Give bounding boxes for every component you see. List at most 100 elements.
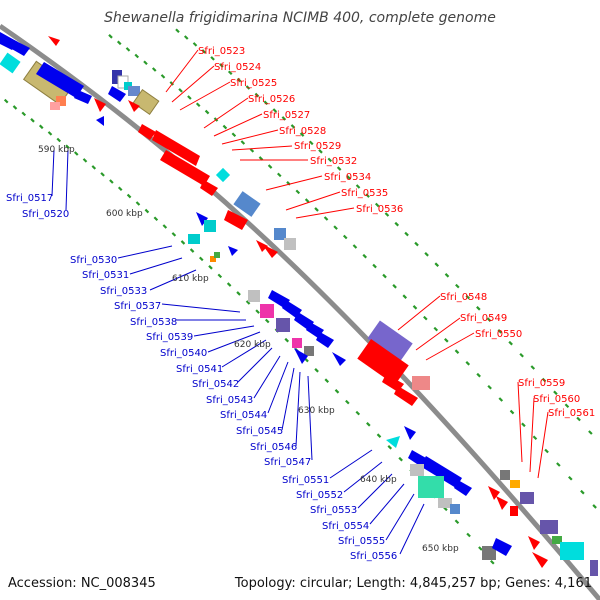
gene-feature[interactable] (132, 89, 160, 115)
gene-label-reverse[interactable]: Sfri_0540 (160, 348, 207, 359)
gene-label-reverse[interactable]: Sfri_0541 (176, 364, 223, 375)
gene-feature[interactable] (590, 560, 598, 576)
gene-label-reverse[interactable]: Sfri_0545 (236, 426, 283, 437)
gene-label-forward[interactable]: Sfri_0548 (440, 292, 487, 303)
gene-label-forward[interactable]: Sfri_0526 (248, 94, 295, 105)
gene-feature[interactable] (188, 234, 200, 244)
gene-feature[interactable] (74, 90, 92, 104)
gene-label-forward[interactable]: Sfri_0523 (198, 46, 245, 57)
gene-feature[interactable] (450, 504, 460, 514)
gene-label-reverse[interactable]: Sfri_0552 (296, 490, 343, 501)
gene-feature[interactable] (418, 476, 444, 498)
gene-feature[interactable] (316, 332, 334, 348)
gene-feature[interactable] (196, 212, 208, 226)
gene-feature[interactable] (420, 456, 462, 488)
gene-feature[interactable] (10, 40, 30, 56)
gene-feature[interactable] (282, 300, 302, 318)
gene-feature[interactable] (248, 290, 260, 302)
gene-feature[interactable] (284, 238, 296, 250)
gene-label-forward[interactable]: Sfri_0525 (230, 78, 277, 89)
gene-feature[interactable] (482, 546, 496, 560)
gene-label-forward[interactable]: Sfri_0549 (460, 313, 507, 324)
gene-label-reverse[interactable]: Sfri_0547 (264, 457, 311, 468)
gene-feature[interactable] (510, 480, 520, 488)
gene-feature[interactable] (500, 470, 510, 480)
gene-feature[interactable] (488, 486, 500, 500)
gene-feature[interactable] (496, 496, 508, 510)
gene-feature[interactable] (276, 318, 290, 332)
gene-feature[interactable] (215, 167, 231, 183)
gene-label-reverse[interactable]: Sfri_0517 (6, 193, 53, 204)
gene-feature[interactable] (520, 492, 534, 504)
gene-label-reverse[interactable]: Sfri_0556 (350, 551, 397, 562)
gene-feature[interactable] (552, 536, 562, 544)
gene-feature[interactable] (224, 210, 248, 230)
gene-label-forward[interactable]: Sfri_0534 (324, 172, 371, 183)
gene-feature[interactable] (408, 450, 426, 466)
gene-label-forward[interactable]: Sfri_0550 (475, 329, 522, 340)
gene-feature[interactable] (262, 244, 278, 258)
gene-label-forward[interactable]: Sfri_0524 (214, 62, 261, 73)
gene-feature[interactable] (386, 436, 400, 448)
gene-feature[interactable] (50, 102, 60, 110)
gene-feature[interactable] (292, 338, 302, 348)
gene-feature[interactable] (210, 256, 216, 262)
gene-feature[interactable] (152, 130, 200, 166)
gene-feature[interactable] (256, 240, 268, 252)
gene-label-reverse[interactable]: Sfri_0531 (82, 270, 129, 281)
gene-label-reverse[interactable]: Sfri_0554 (322, 521, 369, 532)
gene-label-reverse[interactable]: Sfri_0553 (310, 505, 357, 516)
gene-feature[interactable] (214, 252, 220, 258)
gene-feature[interactable] (36, 62, 84, 98)
gene-label-reverse[interactable]: Sfri_0533 (100, 286, 147, 297)
gene-label-reverse[interactable]: Sfri_0544 (220, 410, 267, 421)
gene-feature[interactable] (233, 191, 261, 217)
gene-label-forward[interactable]: Sfri_0527 (263, 110, 310, 121)
gene-label-reverse[interactable]: Sfri_0538 (130, 317, 177, 328)
gene-feature[interactable] (138, 124, 156, 140)
gene-label-forward[interactable]: Sfri_0559 (518, 378, 565, 389)
gene-label-forward[interactable]: Sfri_0532 (310, 156, 357, 167)
gene-feature[interactable] (412, 376, 430, 390)
gene-label-reverse[interactable]: Sfri_0546 (250, 442, 297, 453)
gene-label-reverse[interactable]: Sfri_0539 (146, 332, 193, 343)
gene-feature[interactable] (394, 386, 418, 406)
gene-label-forward[interactable]: Sfri_0536 (356, 204, 403, 215)
gene-feature[interactable] (528, 536, 540, 550)
gene-label-reverse[interactable]: Sfri_0542 (192, 379, 239, 390)
gene-label-reverse[interactable]: Sfri_0537 (114, 301, 161, 312)
gene-feature[interactable] (96, 116, 104, 126)
gene-feature[interactable] (332, 352, 346, 366)
gene-feature[interactable] (367, 320, 413, 362)
gene-label-forward[interactable]: Sfri_0529 (294, 141, 341, 152)
gene-feature[interactable] (128, 100, 140, 112)
gene-label-forward[interactable]: Sfri_0535 (341, 188, 388, 199)
gene-feature[interactable] (204, 220, 216, 232)
gene-feature[interactable] (540, 520, 558, 534)
gene-label-forward[interactable]: Sfri_0528 (279, 126, 326, 137)
gene-label-reverse[interactable]: Sfri_0551 (282, 475, 329, 486)
gene-label-reverse[interactable]: Sfri_0543 (206, 395, 253, 406)
gene-feature[interactable] (294, 348, 308, 364)
gene-feature[interactable] (260, 304, 274, 318)
gene-feature[interactable] (274, 228, 286, 240)
gene-label-forward[interactable]: Sfri_0560 (533, 394, 580, 405)
gene-feature[interactable] (560, 542, 584, 560)
gene-feature[interactable] (200, 180, 218, 196)
gene-feature[interactable] (510, 506, 518, 516)
gene-label-reverse[interactable]: Sfri_0555 (338, 536, 385, 547)
gene-feature[interactable] (128, 86, 140, 96)
gene-feature[interactable] (492, 538, 512, 556)
gene-feature[interactable] (108, 86, 126, 102)
gene-label-reverse[interactable]: Sfri_0530 (70, 255, 117, 266)
gene-label-forward[interactable]: Sfri_0561 (548, 408, 595, 419)
gene-feature[interactable] (304, 346, 314, 356)
gene-label-reverse[interactable]: Sfri_0520 (22, 209, 69, 220)
gene-feature[interactable] (94, 98, 106, 112)
gene-feature[interactable] (438, 498, 452, 508)
gene-feature[interactable] (56, 96, 66, 106)
gene-feature[interactable] (160, 150, 210, 186)
gene-feature[interactable] (0, 52, 21, 74)
gene-feature[interactable] (357, 338, 409, 386)
gene-feature[interactable] (112, 70, 122, 84)
